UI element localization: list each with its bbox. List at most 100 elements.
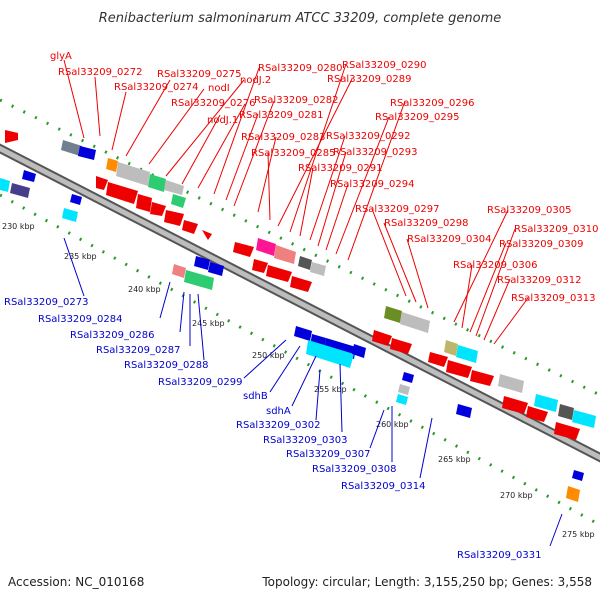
gene-label: RSal33209_0312 (497, 275, 581, 286)
gene-label: RSal33209_0305 (487, 205, 571, 216)
gene-0314 (456, 404, 472, 418)
gene-label: RSal33209_0280 (258, 63, 342, 74)
gene-label: RSal33209_0302 (236, 420, 320, 431)
gene-arrow-12 (372, 330, 392, 346)
gene-rev-4 (194, 256, 210, 270)
gene-arrow-2 (106, 182, 138, 204)
gene-block-cyan3 (534, 394, 558, 412)
gene-arrow-9 (252, 259, 268, 273)
gene-label: RSal33209_0296 (390, 98, 474, 109)
gene-rev-3 (70, 194, 82, 205)
gene-label: RSal33209_0304 (407, 234, 491, 245)
gene-0273-left (0, 178, 10, 192)
gene-0302 (306, 340, 354, 368)
gene-arrow-7 (202, 230, 212, 240)
gene-block-0272 (61, 140, 82, 156)
gene-label: RSal33209_0306 (453, 260, 537, 271)
gene-rev-1 (22, 170, 36, 182)
top-label-leaders (63, 59, 529, 345)
gene-arrow-19 (554, 422, 580, 440)
gene-block-cyan (148, 174, 166, 192)
top-gene-labels: glyA RSal33209_0272 RSal33209_0274 RSal3… (50, 51, 598, 304)
gene-label: RSal33209_0289 (327, 74, 411, 85)
tick-label: 275 kbp (562, 530, 595, 539)
gene-0273 (10, 183, 30, 198)
gene-label: RSal33209_0313 (511, 293, 595, 304)
accession-text: Accession: NC_010168 (8, 575, 144, 589)
gene-0299 (294, 326, 312, 341)
gene-label: RSal33209_0331 (457, 550, 541, 561)
gene-arrow-13 (390, 338, 412, 354)
gene-block-grey2 (164, 180, 184, 195)
gene-label: RSal33209_0272 (58, 67, 142, 78)
gene-label: RSal33209_0297 (355, 204, 439, 215)
gene-block-orange (106, 158, 118, 172)
gene-block-grey (116, 162, 150, 186)
gene-label: RSal33209_0308 (312, 464, 396, 475)
reverse-strand-genes (0, 170, 584, 502)
gene-label: RSal33209_0293 (333, 147, 417, 158)
tick-label: 270 kbp (500, 491, 533, 500)
gene-label: sdhB (243, 391, 268, 402)
gene-label: RSal33209_0286 (70, 330, 154, 341)
tick-label: 245 kbp (192, 319, 225, 328)
gene-rev-5 (208, 262, 224, 276)
gene-arrow-3 (136, 194, 152, 212)
gene-arrow-17 (502, 396, 528, 414)
gene-0307 (398, 384, 410, 395)
gene-label: RSal33209_0295 (375, 112, 459, 123)
gene-label: RSal33209_0291 (298, 163, 382, 174)
gene-label: RSal33209_0281 (239, 110, 323, 121)
gene-arrow-1 (96, 176, 108, 190)
gene-block-grey3 (310, 262, 326, 276)
gene-block-dark (298, 256, 312, 270)
gene-label: RSal33209_0314 (341, 481, 425, 492)
gene-block-green (171, 194, 186, 208)
tick-label: 230 kbp (2, 222, 35, 231)
gene-arrow-16 (470, 370, 494, 386)
gene-label: RSal33209_0273 (4, 297, 88, 308)
gene-0308 (396, 394, 408, 405)
gene-block-grey5 (498, 374, 524, 393)
gene-label: nodJ.2 (240, 75, 271, 86)
gene-label: RSal33209_0284 (38, 314, 122, 325)
gene-rev-2 (62, 208, 78, 222)
gene-block-pink (256, 238, 276, 256)
genome-backbone (0, 143, 600, 463)
gene-label: RSal33209_0299 (158, 377, 242, 388)
gene-label: RSal33209_0274 (114, 82, 198, 93)
forward-strand-genes (5, 130, 596, 440)
map-title: Renibacterium salmoninarum ATCC 33209, c… (99, 11, 502, 26)
gene-0284 (172, 264, 186, 278)
gene-block-salmon (274, 245, 296, 264)
gene-label: nodI (208, 83, 230, 94)
gene-label: nodJ.1 (207, 115, 238, 126)
gene-arrow-14 (428, 352, 448, 367)
gene-label: RSal33209_0282 (254, 95, 338, 106)
gene-label: RSal33209_0310 (514, 224, 598, 235)
gene-label: RSal33209_0292 (326, 131, 410, 142)
gene-rev-8 (572, 470, 584, 481)
gene-block-dark2 (558, 404, 574, 420)
gene-rev-6 (352, 344, 366, 358)
gene-label: RSal33209_0285 (251, 148, 335, 159)
bottom-gene-labels: RSal33209_0273 RSal33209_0284 RSal33209_… (4, 297, 541, 561)
gene-rev-7 (402, 372, 414, 383)
gene-label: RSal33209_0283 (241, 132, 325, 143)
gene-0331 (566, 486, 580, 502)
tick-label: 265 kbp (438, 455, 471, 464)
tick-label: 235 kbp (64, 252, 97, 261)
gene-label: RSal33209_0303 (263, 435, 347, 446)
gene-block-olive2 (444, 340, 458, 356)
tick-label: 255 kbp (314, 385, 347, 394)
gene-arrow-11 (290, 276, 312, 292)
gene-label: RSal33209_0298 (384, 218, 468, 229)
gene-arrow-5 (164, 210, 184, 226)
gene-arrow-18 (526, 406, 548, 422)
gene-label: RSal33209_0294 (330, 179, 414, 190)
gene-block-olive (384, 306, 402, 323)
genome-summary-text: Topology: circular; Length: 3,155,250 bp… (261, 575, 592, 589)
gene-label: glyA (50, 51, 72, 62)
gene-arrow-15 (446, 360, 472, 378)
